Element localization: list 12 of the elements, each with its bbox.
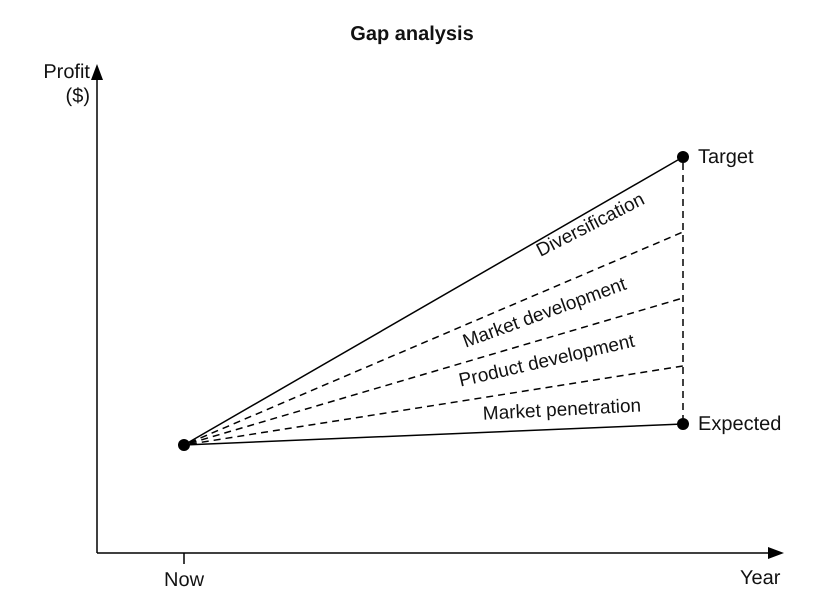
axis-label: Year [740,566,780,590]
strategy-line [189,231,684,444]
gap-line [682,163,684,418]
trend-line [188,159,678,443]
point-label: Expected [698,412,782,436]
strategy-line [190,365,684,445]
axis-label: Profit ($) [42,60,90,108]
strategy-label: Market penetration [482,395,642,427]
trend-line [190,424,678,446]
axis-label: Now [164,568,204,592]
point-label: Target [698,146,754,168]
chart-title: Gap analysis [349,22,475,46]
